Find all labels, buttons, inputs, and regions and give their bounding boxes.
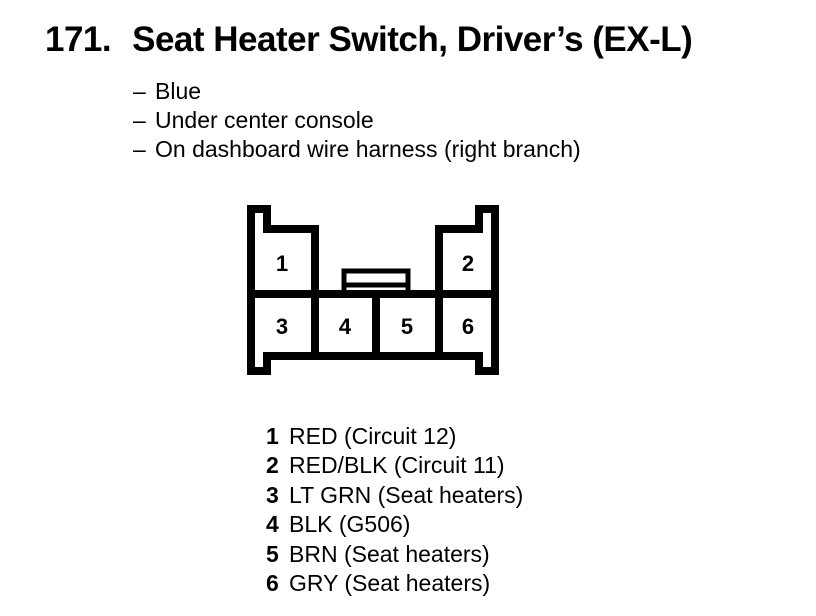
legend-wire-desc: LT GRN (Seat heaters) bbox=[289, 481, 524, 508]
legend-row: 3 LT GRN (Seat heaters) bbox=[266, 481, 523, 510]
page-title: 171. Seat Heater Switch, Driver’s (EX-L) bbox=[45, 20, 693, 59]
legend-wire-desc: RED (Circuit 12) bbox=[289, 423, 457, 449]
legend-pin-number: 2 bbox=[266, 452, 279, 479]
connector-outline bbox=[247, 205, 499, 375]
legend-wire-desc: GRY (Seat heaters) bbox=[289, 570, 491, 597]
detail-item-color: – Blue bbox=[133, 77, 581, 106]
connector-latch bbox=[341, 268, 411, 294]
pin-cavity-label-4: 4 bbox=[339, 314, 352, 339]
legend-row: 5 BRN (Seat heaters) bbox=[266, 540, 523, 569]
pin-cavity-label-1: 1 bbox=[276, 251, 288, 276]
pin-cavity-label-6: 6 bbox=[462, 314, 474, 339]
legend-row: 1 RED (Circuit 12) bbox=[266, 422, 523, 451]
pin-legend: 1 RED (Circuit 12) 2 RED/BLK (Circuit 11… bbox=[266, 422, 523, 598]
legend-row: 6 GRY (Seat heaters) bbox=[266, 569, 523, 598]
legend-pin-number: 6 bbox=[266, 570, 279, 597]
dash: – bbox=[133, 78, 146, 104]
legend-wire-desc: BLK (G506) bbox=[289, 511, 411, 538]
detail-text: On dashboard wire harness (right branch) bbox=[155, 136, 581, 162]
detail-item-location: – Under center console bbox=[133, 106, 581, 135]
legend-row: 4 BLK (G506) bbox=[266, 510, 523, 539]
details-list: – Blue – Under center console – On dashb… bbox=[133, 77, 581, 164]
legend-pin-number: 1 bbox=[266, 423, 279, 449]
legend-pin-number: 5 bbox=[266, 540, 279, 567]
connector-cavity-dividers bbox=[311, 294, 443, 356]
title-index: 171. bbox=[45, 20, 112, 59]
pin-cavity-label-2: 2 bbox=[462, 251, 474, 276]
connector-diagram: 1 2 3 4 5 6 bbox=[240, 198, 504, 380]
legend-pin-number: 3 bbox=[266, 481, 279, 508]
legend-wire-desc: RED/BLK (Circuit 11) bbox=[289, 452, 505, 479]
pin-cavity-label-3: 3 bbox=[276, 314, 288, 339]
connector-svg: 1 2 3 4 5 6 bbox=[247, 205, 499, 375]
detail-item-harness: – On dashboard wire harness (right branc… bbox=[133, 135, 581, 164]
dash: – bbox=[133, 107, 146, 133]
title-text: Seat Heater Switch, Driver’s (EX-L) bbox=[132, 20, 693, 59]
detail-text: Under center console bbox=[155, 107, 374, 133]
pin-cavity-label-5: 5 bbox=[401, 314, 413, 339]
detail-text: Blue bbox=[155, 78, 202, 104]
legend-row: 2 RED/BLK (Circuit 11) bbox=[266, 451, 523, 480]
dash: – bbox=[133, 136, 146, 162]
legend-pin-number: 4 bbox=[266, 511, 279, 538]
legend-wire-desc: BRN (Seat heaters) bbox=[289, 540, 490, 567]
